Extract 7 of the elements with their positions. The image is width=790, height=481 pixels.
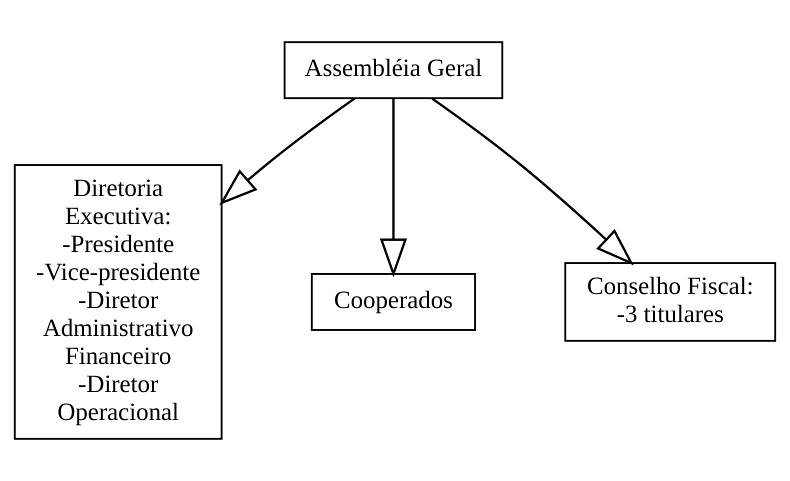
node-box: Conselho Fiscal: -3 titulares (564, 262, 776, 342)
node-box: Cooperados (310, 273, 476, 331)
node-box: Assembléia Geral (284, 41, 504, 100)
node-box: Diretoria Executiva: -Presidente -Vice-presidente -Diretor Administrativo Financeiro -Diretor Operacional (14, 164, 223, 440)
arrow (219, 98, 356, 206)
arrow (432, 98, 634, 266)
arrow (380, 98, 408, 278)
